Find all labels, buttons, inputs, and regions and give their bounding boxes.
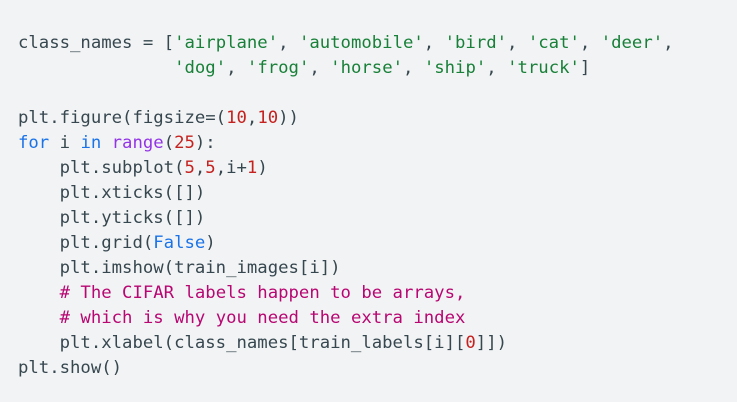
code-line: plt.grid(False) <box>18 231 737 256</box>
string-literal: 'horse' <box>330 58 404 78</box>
code-text: , <box>663 33 674 53</box>
keyword: False <box>153 233 206 253</box>
code-text: ] <box>579 58 591 78</box>
string-literal: 'airplane' <box>174 33 279 53</box>
string-literal: 'truck' <box>507 58 580 78</box>
code-text: plt.subplot( <box>18 158 185 178</box>
number-literal: 0 <box>465 333 476 353</box>
number-literal: 25 <box>174 133 195 153</box>
code-text <box>18 283 60 303</box>
code-line <box>18 81 737 106</box>
code-text: plt.xlabel(class_names[train_labels[i][ <box>18 333 466 353</box>
keyword: in <box>80 133 102 153</box>
code-text: plt.show() <box>18 358 123 378</box>
code-line: class_names = ['airplane', 'automobile',… <box>18 31 737 56</box>
number-literal: 1 <box>246 158 258 178</box>
code-text: , <box>194 158 206 178</box>
number-literal: 10 <box>226 108 247 128</box>
code-text: , <box>423 33 445 53</box>
code-line: plt.imshow(train_images[i]) <box>18 256 737 281</box>
code-text: ) <box>257 158 268 178</box>
code-comment: # The CIFAR labels happen to be arrays, <box>59 283 466 303</box>
code-text: , <box>579 33 601 53</box>
code-text: , <box>486 58 508 78</box>
keyword: for <box>18 133 50 153</box>
code-comment: # which is why you need the extra index <box>59 308 466 328</box>
code-text: )) <box>278 108 299 128</box>
code-text: ): <box>194 133 216 153</box>
code-lines: class_names = ['airplane', 'automobile',… <box>18 31 737 381</box>
code-text <box>101 133 111 153</box>
code-text: plt.yticks([]) <box>18 208 206 228</box>
string-literal: 'frog' <box>246 58 310 78</box>
code-text: , <box>278 33 299 53</box>
code-text: i <box>49 133 81 153</box>
code-line: plt.subplot(5,5,i+1) <box>18 156 737 181</box>
code-text <box>18 308 60 328</box>
number-literal: 5 <box>205 158 216 178</box>
string-literal: 'deer' <box>600 33 664 53</box>
code-text: class_names = [ <box>18 33 175 53</box>
code-text: , <box>226 58 247 78</box>
string-literal: 'bird' <box>444 33 508 53</box>
string-literal: 'cat' <box>527 33 580 53</box>
code-line: for i in range(25): <box>18 131 737 156</box>
code-text: plt.grid( <box>18 233 154 253</box>
code-line: plt.xticks([]) <box>18 181 737 206</box>
code-text: , <box>246 108 258 128</box>
code-text: , <box>403 58 424 78</box>
code-line: # The CIFAR labels happen to be arrays, <box>18 281 737 306</box>
number-literal: 5 <box>184 158 195 178</box>
code-text: ( <box>163 133 175 153</box>
code-text: ) <box>205 233 216 253</box>
code-text: , <box>507 33 528 53</box>
code-line: 'dog', 'frog', 'horse', 'ship', 'truck'] <box>18 56 737 81</box>
builtin-function: range <box>111 133 164 153</box>
string-literal: 'dog' <box>174 58 227 78</box>
code-line: plt.show() <box>18 356 737 381</box>
code-text: , <box>309 58 331 78</box>
code-line: plt.xlabel(class_names[train_labels[i][0… <box>18 331 737 356</box>
code-line: plt.figure(figsize=(10,10)) <box>18 106 737 131</box>
code-text <box>18 58 174 78</box>
string-literal: 'ship' <box>423 58 487 78</box>
code-text: plt.imshow(train_images[i]) <box>18 258 341 278</box>
string-literal: 'automobile' <box>298 33 424 53</box>
code-text: plt.figure(figsize=( <box>18 108 227 128</box>
code-line: # which is why you need the extra index <box>18 306 737 331</box>
number-literal: 10 <box>257 108 279 128</box>
code-text: ,i+ <box>215 158 247 178</box>
code-text: plt.xticks([]) <box>18 183 206 203</box>
code-line: plt.yticks([]) <box>18 206 737 231</box>
code-text: ]]) <box>475 333 508 353</box>
